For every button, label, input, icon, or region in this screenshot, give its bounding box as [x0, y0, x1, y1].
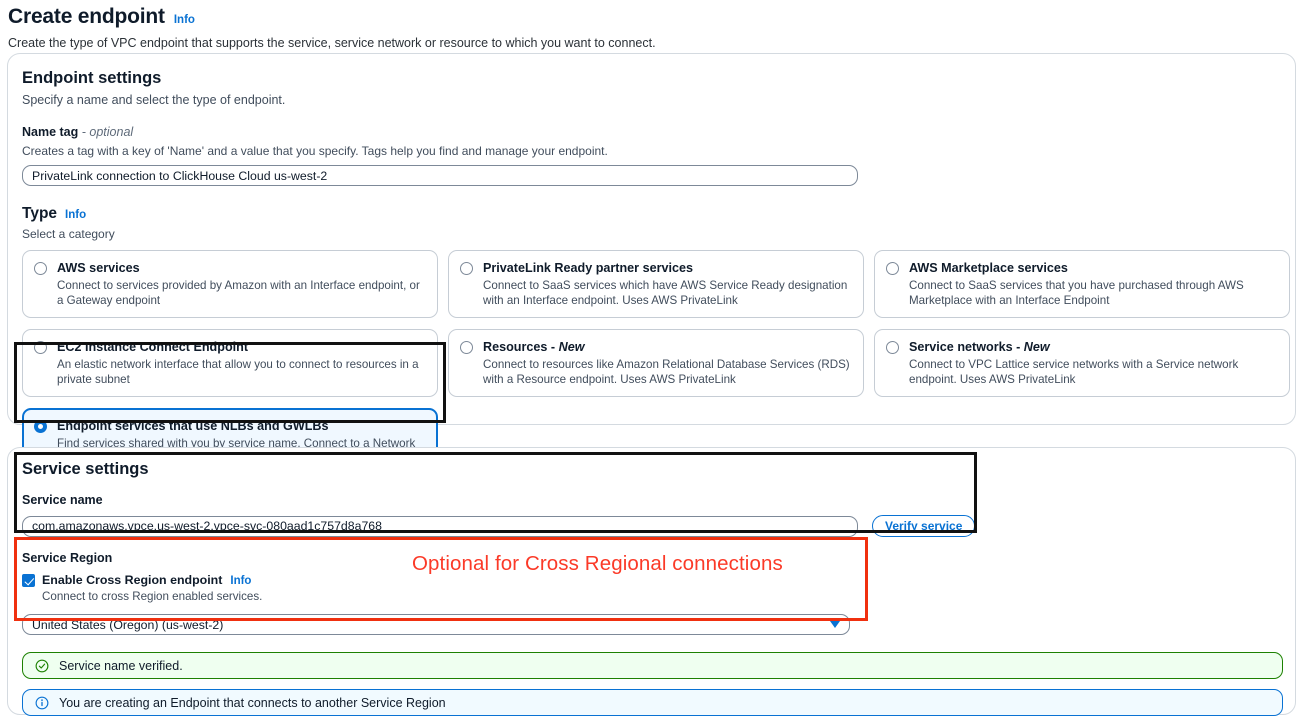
type-info-link[interactable]: Info: [65, 209, 87, 221]
type-option-title-text: Service networks -: [909, 340, 1024, 354]
service-settings-inner: Service settings Service name com.amazon…: [8, 448, 1295, 716]
type-option-title: AWS Marketplace services: [909, 261, 1068, 275]
cross-region-info-alert: You are creating an Endpoint that connec…: [22, 689, 1283, 716]
type-option-body: Service networks - New Connect to VPC La…: [909, 339, 1278, 387]
page-title: Create endpoint: [8, 5, 165, 28]
type-option-title: AWS services: [57, 261, 140, 275]
radio-icon[interactable]: [460, 341, 473, 354]
type-hint: Select a category: [22, 227, 115, 241]
radio-icon-selected[interactable]: [34, 420, 47, 433]
checkbox-icon[interactable]: [22, 574, 35, 587]
endpoint-settings-description: Specify a name and select the type of en…: [22, 93, 286, 107]
page-title-row: Create endpoint Info: [8, 4, 1296, 30]
service-name-label: Service name: [22, 493, 103, 507]
name-tag-hint: Creates a tag with a key of 'Name' and a…: [22, 144, 608, 158]
type-option-body: PrivateLink Ready partner services Conne…: [483, 260, 852, 308]
radio-icon[interactable]: [460, 262, 473, 275]
type-option-description: Connect to SaaS services which have AWS …: [483, 279, 848, 307]
page-info-link[interactable]: Info: [173, 14, 195, 26]
service-region-select[interactable]: United States (Oregon) (us-west-2): [22, 614, 850, 635]
cross-region-checkbox-row[interactable]: Enable Cross Region endpoint Info Connec…: [22, 572, 1281, 604]
type-option-resources[interactable]: Resources - New Connect to resources lik…: [448, 329, 864, 397]
verify-service-button[interactable]: Verify service: [872, 515, 976, 537]
check-circle-icon: [35, 659, 50, 673]
info-circle-icon: [35, 696, 50, 710]
type-option-new-badge: New: [558, 340, 585, 354]
type-option-aws-marketplace-services[interactable]: AWS Marketplace services Connect to SaaS…: [874, 250, 1290, 318]
type-option-title: Resources - New: [483, 339, 852, 355]
service-region-label: Service Region: [22, 551, 113, 565]
type-option-title: Service networks - New: [909, 339, 1278, 355]
cross-region-info-link[interactable]: Info: [230, 575, 252, 587]
name-tag-input[interactable]: PrivateLink connection to ClickHouse Clo…: [22, 165, 858, 186]
cross-region-checkbox-hint: Connect to cross Region enabled services…: [42, 590, 263, 603]
service-settings-panel: Service settings Service name com.amazon…: [7, 447, 1296, 716]
type-heading-row: Type Info: [22, 204, 1281, 224]
service-name-input[interactable]: com.amazonaws.vpce.us-west-2.vpce-svc-08…: [22, 515, 858, 537]
name-tag-label: Name tag - optional: [22, 124, 1281, 141]
endpoint-settings-title: Endpoint settings: [22, 69, 162, 87]
type-option-body: AWS Marketplace services Connect to SaaS…: [909, 260, 1278, 308]
page-header: Create endpoint Info Create the type of …: [0, 0, 1304, 52]
type-option-title: PrivateLink Ready partner services: [483, 261, 694, 275]
type-option-ec2-instance-connect-endpoint[interactable]: EC2 Instance Connect Endpoint An elastic…: [22, 329, 438, 397]
service-settings-title: Service settings: [22, 460, 149, 478]
service-name-field-group: Service name com.amazonaws.vpce.us-west-…: [22, 492, 1281, 537]
cross-region-checkbox-label: Enable Cross Region endpoint: [42, 573, 223, 587]
cross-region-checkbox-body: Enable Cross Region endpoint Info Connec…: [42, 572, 262, 604]
type-option-description: Connect to resources like Amazon Relatio…: [483, 358, 850, 386]
cross-region-label-row: Enable Cross Region endpoint Info: [42, 572, 262, 588]
alert-text: You are creating an Endpoint that connec…: [59, 695, 446, 710]
chevron-down-icon[interactable]: [830, 621, 840, 628]
type-option-new-badge: New: [1023, 340, 1050, 354]
type-option-privatelink-ready-partner-services[interactable]: PrivateLink Ready partner services Conne…: [448, 250, 864, 318]
alert-text: Service name verified.: [59, 658, 183, 673]
type-option-body: EC2 Instance Connect Endpoint An elastic…: [57, 339, 426, 387]
type-option-aws-services[interactable]: AWS services Connect to services provide…: [22, 250, 438, 318]
type-option-title: EC2 Instance Connect Endpoint: [57, 340, 249, 354]
type-option-body: AWS services Connect to services provide…: [57, 260, 426, 308]
type-option-body: Resources - New Connect to resources lik…: [483, 339, 852, 387]
type-option-title: Endpoint services that use NLBs and GWLB…: [57, 419, 329, 433]
type-field-group: Type Info Select a category: [22, 204, 1281, 242]
type-options-grid: AWS services Connect to services provide…: [22, 250, 1290, 397]
endpoint-settings-panel: Endpoint settings Specify a name and sel…: [7, 53, 1296, 491]
service-name-row: com.amazonaws.vpce.us-west-2.vpce-svc-08…: [22, 515, 1281, 537]
type-option-description: An elastic network interface that allow …: [57, 358, 419, 386]
radio-icon[interactable]: [886, 262, 899, 275]
name-tag-field-group: Name tag - optional Creates a tag with a…: [22, 124, 1281, 186]
type-option-description: Connect to SaaS services that you have p…: [909, 279, 1244, 307]
endpoint-settings-inner: Endpoint settings Specify a name and sel…: [8, 54, 1295, 491]
type-option-description: Connect to VPC Lattice service networks …: [909, 358, 1239, 386]
annotation-label-cross-region: Optional for Cross Regional connections: [412, 552, 783, 575]
type-option-description: Connect to services provided by Amazon w…: [57, 279, 420, 307]
name-tag-label-text: Name tag: [22, 125, 79, 139]
type-option-title-text: Resources -: [483, 340, 559, 354]
service-region-selected-value: United States (Oregon) (us-west-2): [32, 617, 224, 632]
radio-icon[interactable]: [34, 341, 47, 354]
service-name-verified-alert: Service name verified.: [22, 652, 1283, 679]
name-tag-optional-text: - optional: [81, 125, 134, 139]
radio-icon[interactable]: [34, 262, 47, 275]
type-label: Type: [22, 205, 58, 222]
radio-icon[interactable]: [886, 341, 899, 354]
type-option-service-networks[interactable]: Service networks - New Connect to VPC La…: [874, 329, 1290, 397]
page-description: Create the type of VPC endpoint that sup…: [8, 36, 656, 50]
